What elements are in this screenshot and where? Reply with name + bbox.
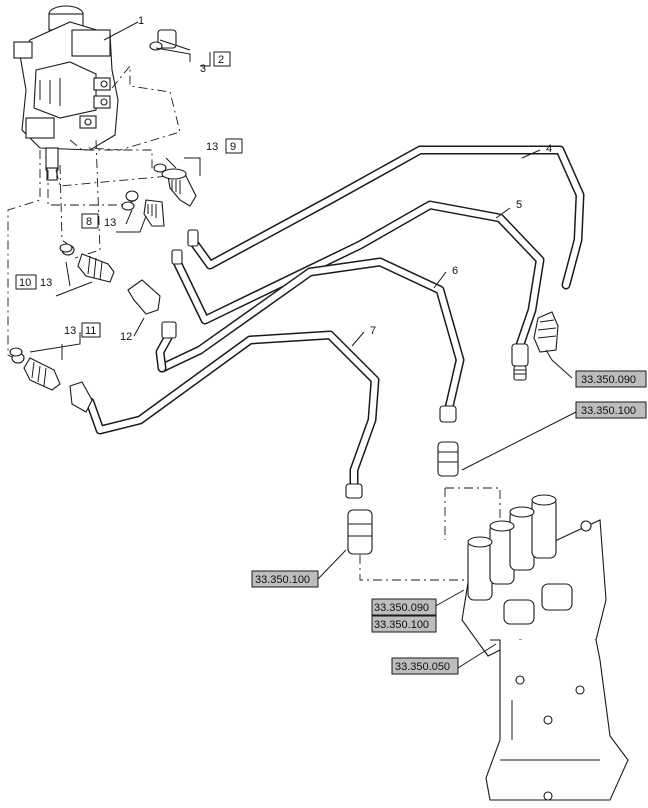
reference-33-350-050[interactable]: 33.350.050: [391, 657, 459, 675]
svg-text:10: 10: [19, 277, 31, 289]
leader-lines: [29, 21, 577, 669]
svg-text:2: 2: [218, 54, 224, 66]
callout-box-9: 9: [225, 138, 243, 154]
callout-box-10: 10: [15, 274, 37, 290]
callout-box-8: 8: [81, 213, 99, 229]
reference-33-350-100-bottom[interactable]: 33.350.100: [371, 615, 437, 633]
callout-13-d: 13: [64, 325, 76, 337]
callout-3: 3: [200, 63, 206, 75]
svg-text:33.350.090: 33.350.090: [374, 602, 429, 614]
callout-13-c: 13: [40, 277, 52, 289]
o-rings: [9, 163, 167, 357]
callout-1: 1: [138, 15, 144, 27]
valve-assembly: [13, 5, 119, 181]
reference-boxes: 33.350.090 33.350.100 33.350.100 33.350.…: [251, 370, 647, 675]
svg-text:11: 11: [85, 325, 96, 337]
svg-text:33.350.100: 33.350.100: [374, 619, 429, 631]
svg-text:33.350.100: 33.350.100: [581, 405, 636, 417]
callout-4: 4: [546, 143, 552, 155]
callouts: 1 3 2 13 9 8 13 4 5 6 7 10 13 12 13 11: [15, 15, 552, 343]
svg-text:33.350.090: 33.350.090: [581, 374, 636, 386]
reference-33-350-090-right[interactable]: 33.350.090: [575, 370, 647, 388]
pipe-7: [85, 330, 380, 493]
callout-box-11: 11: [81, 322, 101, 338]
reference-33-350-100-left[interactable]: 33.350.100: [251, 570, 319, 588]
pipe-5: [172, 200, 545, 350]
pipe-4: [187, 145, 585, 290]
callout-13-a: 13: [206, 141, 218, 153]
callout-5: 5: [516, 199, 522, 211]
svg-text:33.350.050: 33.350.050: [395, 661, 450, 673]
callout-13-b: 13: [104, 217, 116, 229]
callout-6: 6: [452, 265, 458, 277]
callout-12: 12: [120, 331, 132, 343]
callout-box-2: 2: [213, 51, 231, 67]
rear-valve-block: [461, 494, 629, 801]
reference-33-350-090-bottom[interactable]: 33.350.090: [371, 598, 437, 616]
svg-text:8: 8: [86, 216, 92, 228]
pipe-12-short: [155, 329, 175, 373]
pipe-6: [157, 257, 465, 417]
svg-text:33.350.100: 33.350.100: [255, 574, 310, 586]
svg-text:9: 9: [230, 141, 236, 153]
reference-33-350-100-right[interactable]: 33.350.100: [575, 401, 647, 419]
callout-7: 7: [370, 325, 376, 337]
